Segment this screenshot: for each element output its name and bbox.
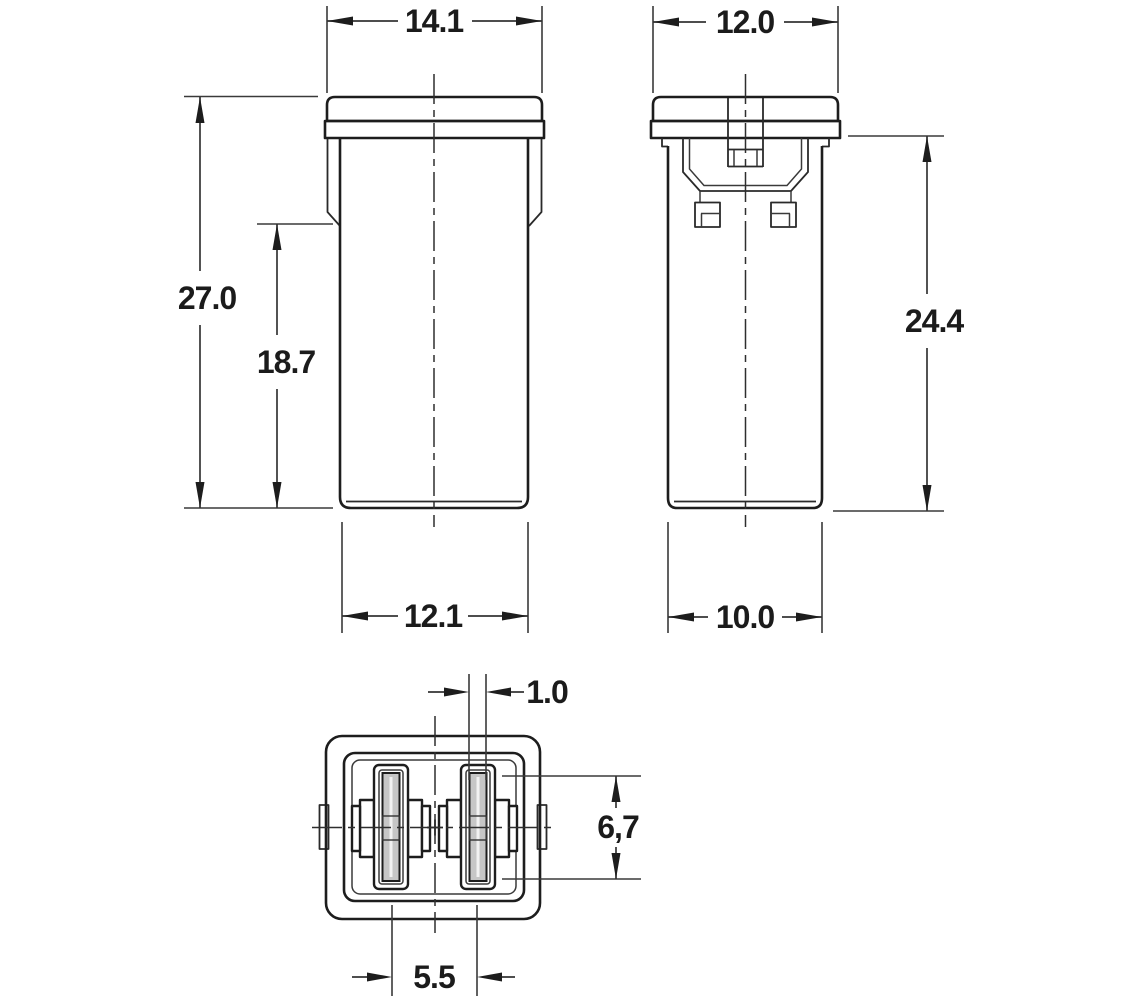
- arrow-left: [653, 17, 679, 27]
- arrow-left-in: [486, 687, 511, 697]
- side-right-hook: [770, 201, 797, 228]
- arrow-right: [812, 17, 838, 27]
- dim-label-side-height: 24.4: [905, 303, 964, 339]
- front-left-shoulder: [326, 139, 341, 227]
- dim-label-bottom-terminal-pitch: 5.5: [413, 959, 455, 995]
- arrow-right: [796, 612, 822, 622]
- arrow-down: [195, 482, 205, 508]
- arrow-right-in: [444, 687, 469, 697]
- side-dim-bottom-width: 10.0: [667, 522, 823, 635]
- right-arm-tier: [420, 804, 432, 853]
- bottom-dim-slot-width: 1.0: [428, 674, 569, 780]
- dim-label-bottom-slot-width: 1.0: [526, 674, 568, 710]
- front-dim-body-height: 18.7: [257, 223, 333, 508]
- side-right-step: [822, 138, 830, 148]
- front-dim-overall-height: 27.0: [178, 95, 333, 509]
- arrow-down: [272, 482, 282, 508]
- bottom-left-terminal: [350, 763, 432, 891]
- arrow-up: [922, 136, 932, 162]
- side-dim-height: 24.4: [833, 135, 965, 512]
- arrow-up: [195, 97, 205, 123]
- left-arm: [445, 798, 463, 859]
- dim-label-front-top-width: 14.1: [405, 3, 463, 39]
- right-arm: [406, 798, 424, 859]
- dim-label-side-bottom-width: 10.0: [716, 599, 774, 635]
- side-cap-outline: [651, 95, 840, 123]
- side-view: 12.0 24.4 10.0: [649, 4, 965, 635]
- left-arm-tier: [437, 804, 449, 853]
- arrow-left: [327, 16, 353, 26]
- bottom-dim-terminal-length: 6,7: [502, 775, 641, 880]
- arrow-up: [611, 776, 621, 802]
- dim-label-side-top-width: 12.0: [716, 4, 774, 40]
- bottom-dim-terminal-pitch: 5.5: [352, 905, 515, 996]
- arrow-left: [342, 611, 368, 621]
- side-cavity-hook-links: [699, 191, 792, 202]
- arrow-left-in: [477, 972, 502, 982]
- left-arm: [358, 798, 376, 859]
- arrow-right: [502, 611, 528, 621]
- arrow-down: [611, 853, 621, 879]
- dim-label-bottom-terminal-length: 6,7: [597, 809, 639, 845]
- right-arm-tier: [507, 804, 519, 853]
- arrow-up: [272, 224, 282, 250]
- dim-label-front-body-height: 18.7: [257, 344, 315, 380]
- front-right-shoulder: [528, 139, 543, 227]
- side-center-slot: [727, 98, 764, 168]
- side-left-hook: [694, 201, 721, 228]
- dim-label-front-overall-height: 27.0: [178, 280, 236, 316]
- dim-label-front-bottom-width: 12.1: [404, 598, 462, 634]
- side-dim-top-width: 12.0: [652, 4, 839, 93]
- arrow-left: [668, 612, 694, 622]
- right-arm: [493, 798, 511, 859]
- side-left-step: [661, 138, 668, 148]
- left-arm-tier: [350, 804, 362, 853]
- front-view: 14.1 27.0 18.7 12.1: [178, 3, 546, 634]
- front-dim-bottom-width: 12.1: [341, 522, 529, 634]
- arrow-right: [516, 16, 542, 26]
- front-cap-outline: [325, 95, 544, 123]
- front-dim-top-width: 14.1: [326, 3, 543, 93]
- bottom-view: 1.0 6,7 5.5: [312, 674, 641, 996]
- arrow-down: [922, 485, 932, 511]
- arrow-right-in: [367, 972, 392, 982]
